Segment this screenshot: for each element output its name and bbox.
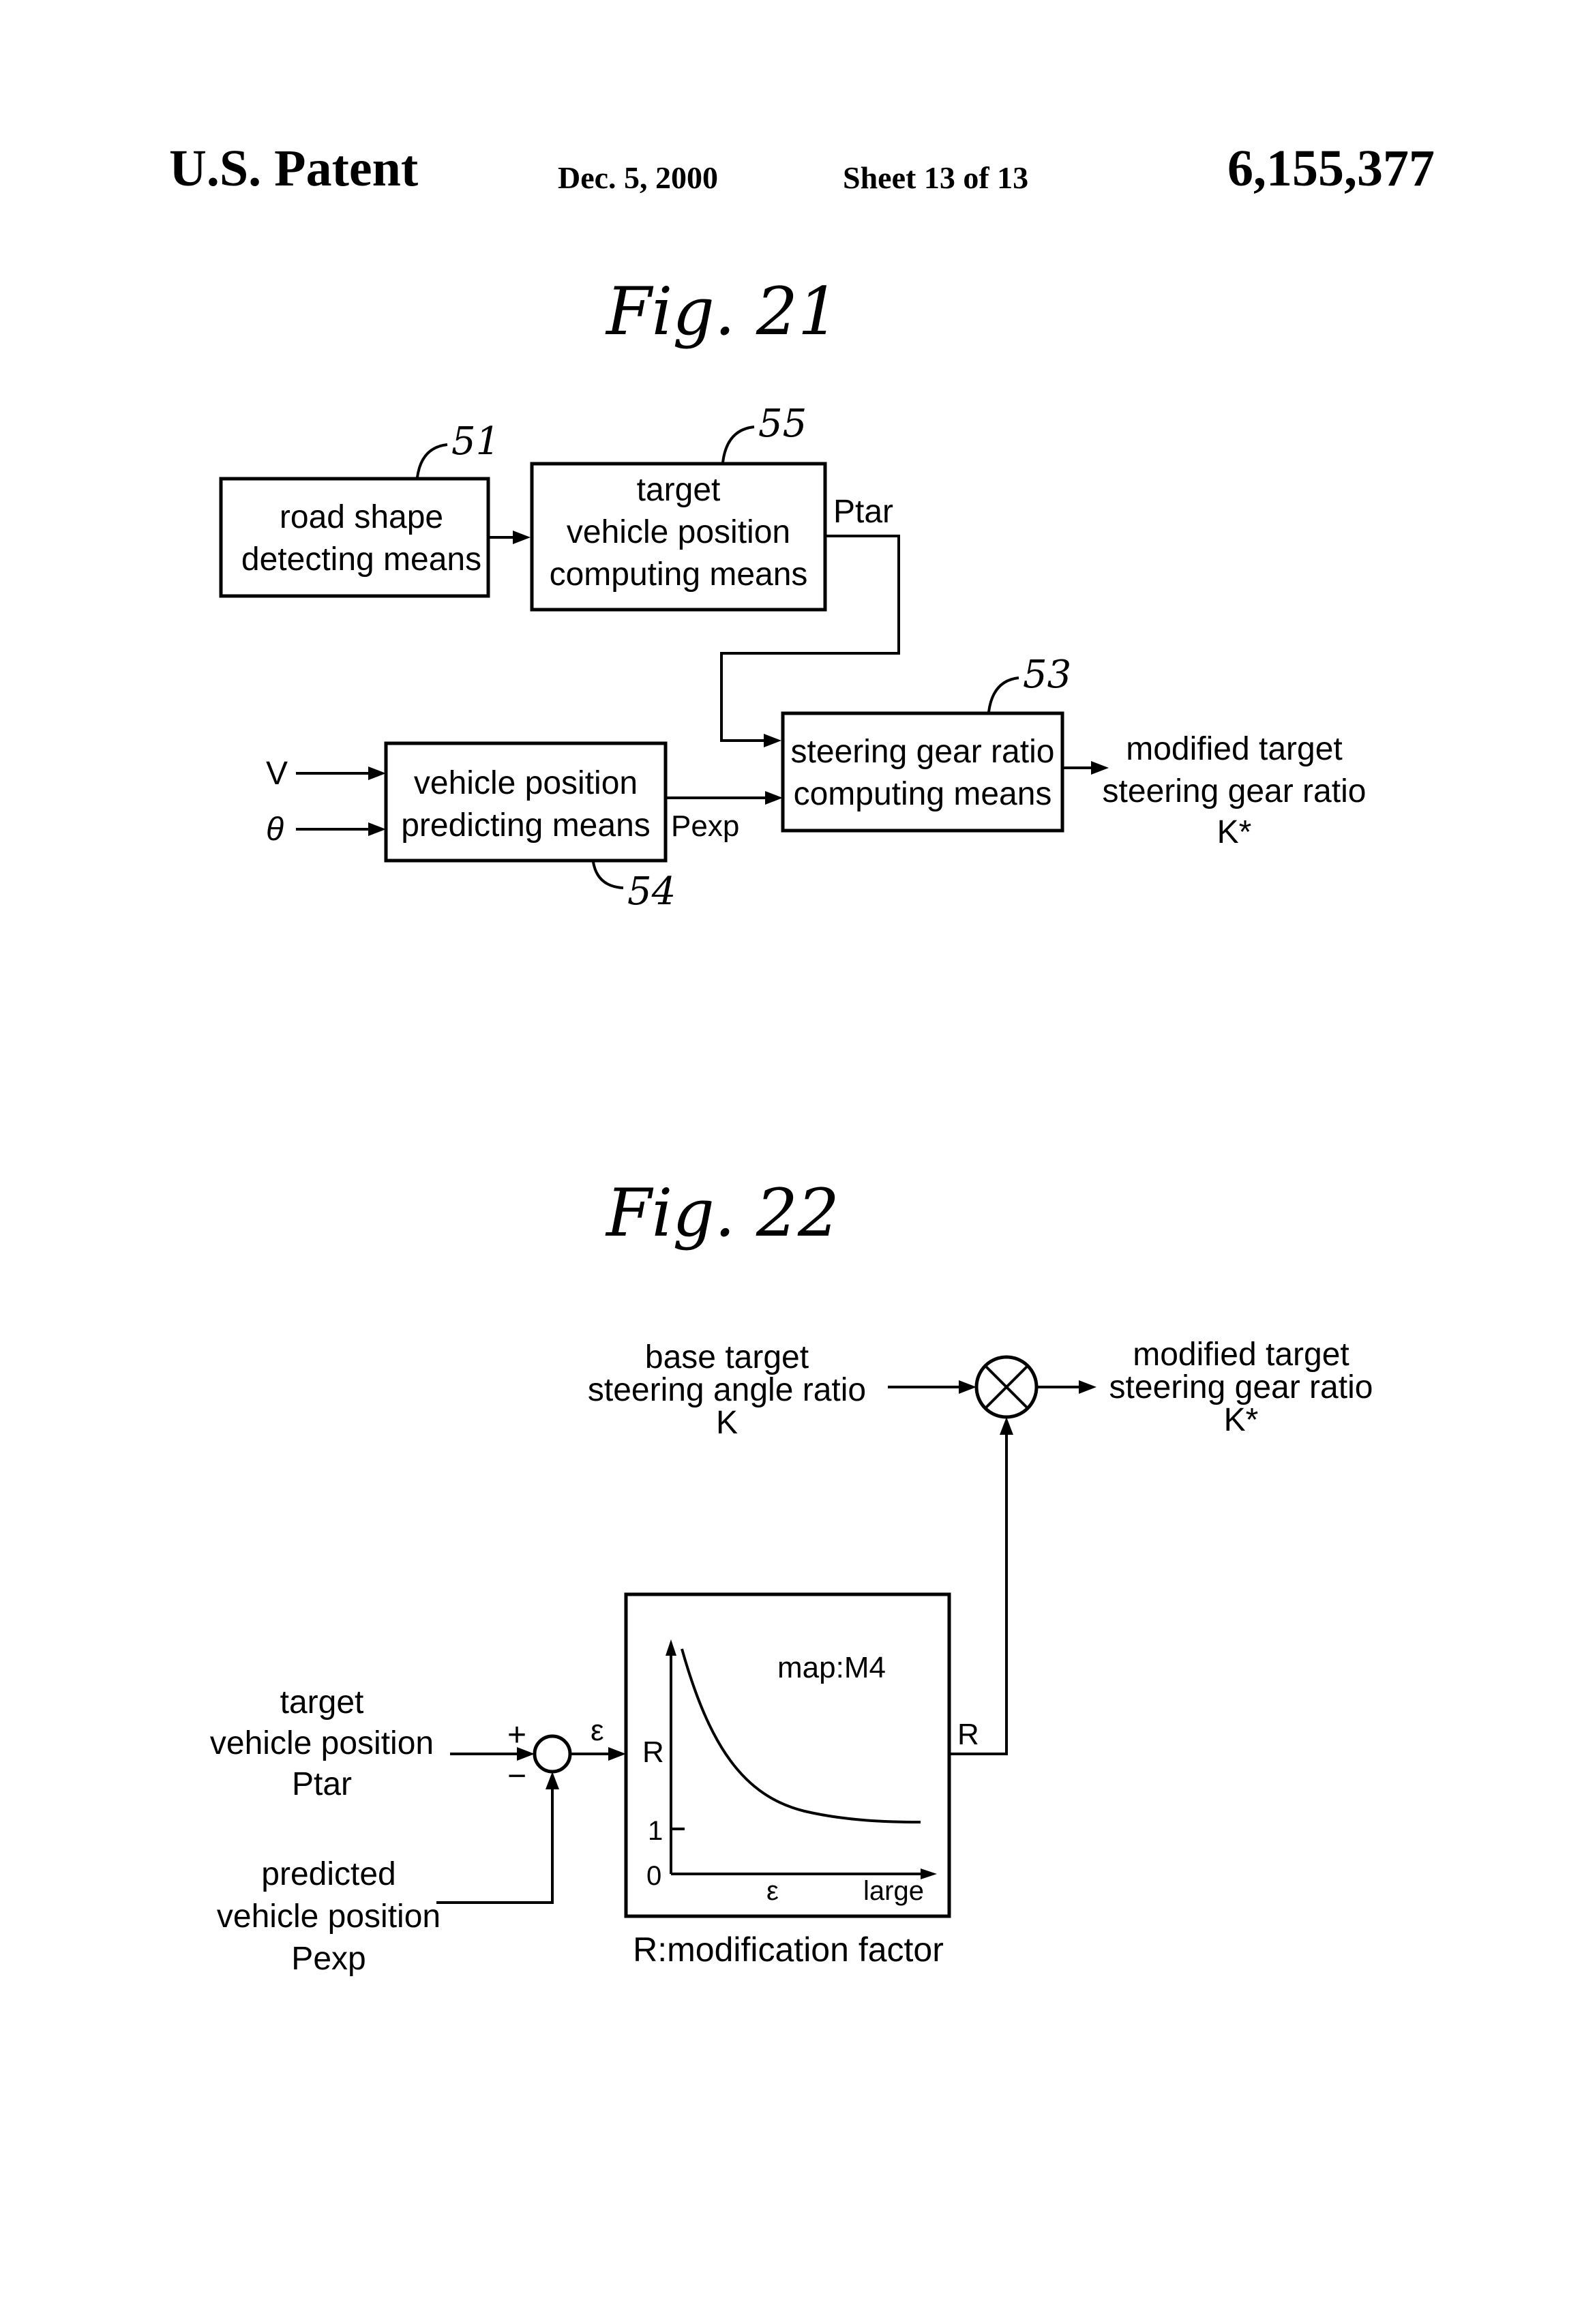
output22-line1: modified target bbox=[1133, 1337, 1349, 1373]
base-input-line1: base target bbox=[645, 1339, 809, 1375]
header-date: Dec. 5, 2000 bbox=[558, 160, 718, 195]
map-x-large-label: large bbox=[863, 1876, 924, 1906]
summing-junction bbox=[535, 1736, 570, 1772]
predicted-input-line2: vehicle position bbox=[217, 1898, 441, 1935]
header-left: U.S. Patent bbox=[169, 140, 418, 197]
predicted-input-line1: predicted bbox=[261, 1856, 395, 1892]
output21-arrow-head bbox=[1091, 761, 1109, 775]
input-v-arrow-head bbox=[368, 766, 386, 780]
map-y-tick-one-label: 1 bbox=[648, 1816, 663, 1846]
epsilon-label: ε bbox=[591, 1714, 604, 1747]
target-position-line1: target bbox=[637, 472, 721, 508]
multiplier-symbol bbox=[976, 1357, 1036, 1417]
input-theta: θ bbox=[266, 811, 284, 848]
output21-line1: modified target bbox=[1126, 731, 1343, 767]
base-input-line2: steering angle ratio bbox=[588, 1372, 866, 1408]
input-v: V bbox=[266, 756, 288, 792]
plus-sign: + bbox=[507, 1717, 526, 1753]
predicted-input-connector bbox=[436, 1789, 552, 1903]
figure-22: Fig. 22 base target steering angle ratio… bbox=[210, 1175, 1373, 1977]
ref-54: 54 bbox=[627, 869, 676, 914]
base-input-arrow-head bbox=[959, 1380, 976, 1394]
target-input-line3: Ptar bbox=[292, 1766, 352, 1802]
target-input-line2: vehicle position bbox=[210, 1725, 434, 1761]
pexp-arrow-head bbox=[765, 791, 783, 805]
ref54-leader bbox=[593, 862, 623, 888]
ref53-leader bbox=[989, 678, 1019, 712]
map-box bbox=[626, 1594, 949, 1916]
fig22-title: Fig. 22 bbox=[605, 1175, 839, 1251]
target-input-line1: target bbox=[280, 1684, 364, 1720]
output22-arrow-head bbox=[1079, 1380, 1096, 1394]
signal-ptar: Ptar bbox=[833, 494, 893, 530]
output21-line2: steering gear ratio bbox=[1103, 773, 1367, 809]
r-feedback-arrow-head bbox=[1000, 1417, 1013, 1435]
input-theta-arrow-head bbox=[368, 822, 386, 836]
output21-line3: K* bbox=[1217, 814, 1252, 850]
figure-21: Fig. 21 road shape detecting means 51 ta… bbox=[221, 273, 1366, 914]
output22-line3: K* bbox=[1224, 1402, 1259, 1438]
ref-55: 55 bbox=[758, 402, 807, 446]
minus-sign: − bbox=[507, 1758, 526, 1794]
r-feedback-connector bbox=[949, 1435, 1006, 1754]
ref-51: 51 bbox=[451, 419, 500, 464]
predicting-line2: predicting means bbox=[401, 807, 651, 844]
target-position-line3: computing means bbox=[550, 556, 808, 593]
predicted-input-line3: Pexp bbox=[291, 1941, 365, 1977]
base-input-line3: K bbox=[716, 1405, 738, 1441]
ref-53: 53 bbox=[1023, 653, 1071, 697]
steering-gear-line2: computing means bbox=[794, 776, 1052, 812]
map-origin-label: 0 bbox=[646, 1861, 661, 1891]
map-label: map:M4 bbox=[777, 1651, 886, 1684]
predicted-input-arrow-head bbox=[546, 1772, 559, 1789]
map-y-axis-label: R bbox=[642, 1735, 664, 1769]
map-x-axis-label: ε bbox=[766, 1876, 779, 1906]
map-caption: R:modification factor bbox=[633, 1931, 944, 1969]
steering-gear-line1: steering gear ratio bbox=[791, 734, 1055, 770]
ptar-arrow-head bbox=[764, 734, 781, 747]
page-header: U.S. Patent Dec. 5, 2000 Sheet 13 of 13 … bbox=[169, 140, 1435, 197]
ref55-leader bbox=[723, 427, 754, 462]
road-shape-line2: detecting means bbox=[241, 541, 481, 578]
r-output-label: R bbox=[957, 1718, 979, 1751]
target-position-line2: vehicle position bbox=[567, 514, 790, 550]
fig21-title: Fig. 21 bbox=[605, 273, 839, 350]
road-shape-line1: road shape bbox=[280, 499, 443, 535]
epsilon-arrow-head bbox=[608, 1747, 626, 1761]
predicting-line1: vehicle position bbox=[414, 765, 638, 801]
road-shape-box bbox=[221, 479, 488, 596]
ref51-leader bbox=[417, 445, 447, 477]
arrow-road-to-target-head bbox=[513, 531, 531, 544]
map-y-axis-arrow bbox=[666, 1639, 676, 1656]
header-sheet: Sheet 13 of 13 bbox=[843, 160, 1028, 195]
steering-gear-box bbox=[783, 713, 1062, 831]
output22-line2: steering gear ratio bbox=[1109, 1369, 1373, 1405]
signal-pexp: Pexp bbox=[671, 809, 739, 843]
header-patent-number: 6,155,377 bbox=[1227, 140, 1435, 197]
